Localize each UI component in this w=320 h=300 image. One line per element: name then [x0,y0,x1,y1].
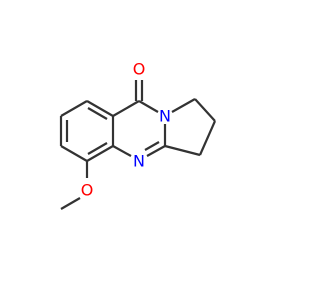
bond-o-ch3 [60,197,81,210]
methoxy-oxygen-label: O [81,181,94,200]
ring-nitrogen-label: N [133,152,145,171]
molecule-canvas: O N N O [59,59,217,210]
bond-n4-c4a [112,145,132,157]
bond-c8a-c1 [86,100,114,117]
carbonyl-oxygen-label: O [133,60,146,79]
bond-c1-c2 [60,100,88,117]
bond-c2p-c3p [198,120,217,156]
structure-diagram: O N N O [59,60,217,210]
bond-c4-c4a [86,145,114,162]
bond-c9-n10 [138,100,159,113]
bond-c3-c4 [60,145,88,162]
pyrimidinone-ring [112,100,167,157]
pyrrolidine-ring [164,98,217,157]
bridgehead-nitrogen-label: N [159,107,171,126]
bond-c3a-n4 [146,145,166,157]
bond-c1p-c2p [194,98,216,122]
bond-n10-c1p [171,98,196,113]
bond-c8a-c1-inner [87,107,108,120]
bond-c3p-c3a [164,144,201,157]
bond-c4-c4a-inner [87,142,108,155]
carbonyl-group [134,80,144,101]
benzene-ring [59,100,115,162]
methoxy-group [60,161,89,210]
bond-c3a-n4-inner [144,141,160,151]
bond-c8a-c9 [112,100,140,117]
